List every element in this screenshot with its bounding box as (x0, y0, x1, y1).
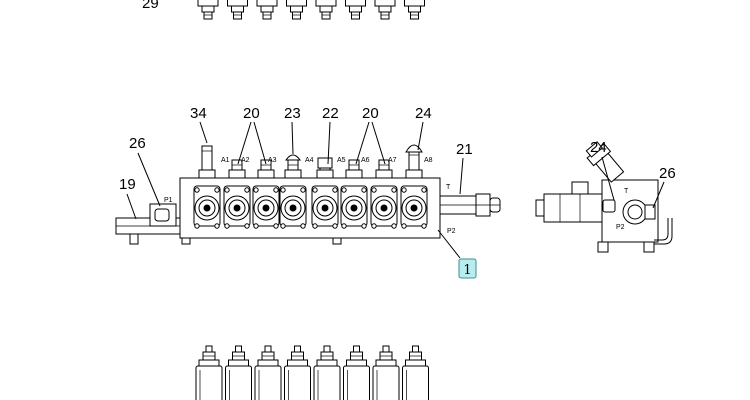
solenoid-coil (193, 185, 221, 229)
bottom-valve (343, 345, 370, 400)
port-label-p2: P2 (447, 228, 456, 235)
top-valve (197, 0, 219, 20)
manifold-front-view (115, 144, 501, 245)
bottom-valve (254, 345, 282, 400)
port-label-a8: A8 (424, 157, 433, 164)
callout-26-left: 26 (129, 135, 146, 152)
callout-22: 22 (322, 105, 339, 122)
top-valve (315, 0, 337, 20)
solenoid-coil (311, 185, 339, 229)
bottom-valve (284, 345, 311, 400)
top-valve (227, 0, 248, 20)
port-label-a2: A2 (241, 157, 250, 164)
cartridge-valve (345, 159, 363, 179)
top-valve (404, 0, 425, 20)
cartridge-valve (284, 154, 302, 179)
callout-20-left: 20 (243, 105, 260, 122)
solenoid-coil (223, 185, 251, 229)
port-label-a6: A6 (361, 157, 370, 164)
port-label-a7: A7 (388, 157, 397, 164)
port-label-a3: A3 (268, 157, 277, 164)
side-port-label-t: T (624, 188, 629, 195)
callout-24-side: 24 (590, 139, 607, 156)
callout-34: 34 (190, 105, 207, 122)
callout-19: 19 (119, 176, 136, 193)
port-label-p1: P1 (164, 197, 173, 204)
cartridge-valve-group (198, 144, 423, 179)
callout-20-right: 20 (362, 105, 379, 122)
cartridge-valve (316, 157, 334, 179)
cartridge-valve (375, 159, 393, 179)
bottom-valve-row (195, 345, 429, 400)
bottom-valve (313, 345, 341, 400)
top-valve (256, 0, 278, 20)
side-port-label-p2: P2 (616, 224, 625, 231)
bottom-valve (225, 345, 252, 400)
callout-23: 23 (284, 105, 301, 122)
cartridge-valve (228, 159, 246, 179)
solenoid-coil (340, 185, 368, 229)
cartridge-valve (405, 144, 423, 179)
top-valve (374, 0, 396, 20)
solenoid-coil (252, 185, 280, 229)
leader-lines (126, 121, 464, 259)
top-valve (286, 0, 307, 20)
foot-left (129, 233, 139, 245)
callout-24-top: 24 (415, 105, 432, 122)
bottom-valve (195, 345, 223, 400)
cartridge-valve (257, 159, 275, 179)
solenoid-coil (400, 185, 428, 229)
bottom-valve (402, 345, 429, 400)
top-valve-row (197, 0, 425, 20)
port-label-t: T (446, 184, 451, 191)
port-label-a4: A4 (305, 157, 314, 164)
cartridge-valve (198, 145, 216, 179)
top-valve (345, 0, 366, 20)
callout-21: 21 (456, 141, 473, 158)
callout-29: 29 (142, 0, 159, 12)
port-label-a5: A5 (337, 157, 346, 164)
solenoid-coil (279, 185, 307, 229)
side-coil (543, 193, 603, 223)
item-badge[interactable]: 1 (458, 258, 477, 279)
port-label-a1: A1 (221, 157, 230, 164)
solenoid-coil-group (193, 185, 428, 229)
item-badge-label: 1 (463, 263, 471, 278)
manifold-side-view (535, 141, 673, 253)
solenoid-coil (370, 185, 398, 229)
callout-26-side: 26 (659, 165, 676, 182)
bottom-valve (372, 345, 400, 400)
